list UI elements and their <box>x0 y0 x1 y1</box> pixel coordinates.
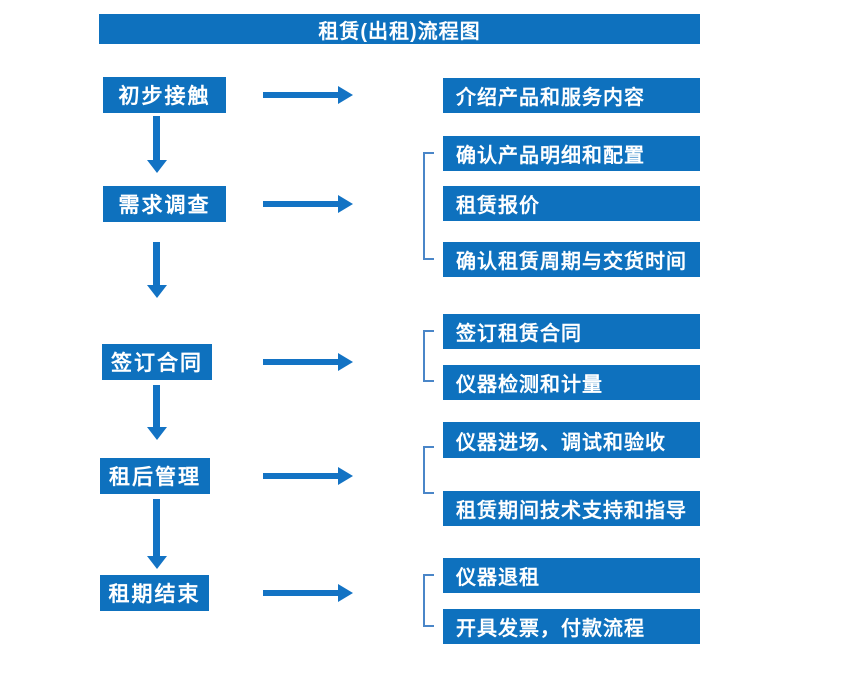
bracket-connector <box>423 330 434 382</box>
right-arrow-icon <box>263 195 353 213</box>
step-box-rental-end: 租期结束 <box>100 575 209 611</box>
arrow-shaft <box>263 359 339 365</box>
arrow-shaft <box>263 473 339 479</box>
right-arrow-icon <box>263 584 353 602</box>
detail-box-confirm-period-delivery: 确认租赁周期与交货时间 <box>443 242 700 277</box>
arrow-shaft <box>263 92 339 98</box>
detail-box-intro-products: 介绍产品和服务内容 <box>443 78 700 113</box>
detail-box-rental-quote: 租赁报价 <box>443 186 700 221</box>
arrow-shaft <box>263 201 339 207</box>
detail-box-instrument-testing: 仪器检测和计量 <box>443 365 700 400</box>
step-box-initial-contact: 初步接触 <box>103 77 226 113</box>
detail-box-instrument-return: 仪器退租 <box>443 558 700 593</box>
arrow-shaft <box>263 590 339 596</box>
bracket-connector <box>423 446 434 494</box>
arrow-head <box>147 556 167 569</box>
arrow-shaft <box>153 116 160 161</box>
flowchart-title: 租赁(出租)流程图 <box>99 14 700 44</box>
step-box-contract-signing: 签订合同 <box>102 344 212 380</box>
arrow-head <box>147 285 167 298</box>
down-arrow-icon <box>147 385 167 440</box>
down-arrow-icon <box>147 499 167 569</box>
arrow-head <box>338 353 353 371</box>
right-arrow-icon <box>263 86 353 104</box>
step-box-post-rental-management: 租后管理 <box>100 458 210 494</box>
bracket-connector <box>423 152 434 260</box>
right-arrow-icon <box>263 353 353 371</box>
step-box-demand-survey: 需求调查 <box>103 186 226 222</box>
arrow-head <box>147 160 167 173</box>
down-arrow-icon <box>147 242 167 298</box>
arrow-head <box>338 584 353 602</box>
detail-box-sign-rental-contract: 签订租赁合同 <box>443 314 700 349</box>
arrow-head <box>147 427 167 440</box>
arrow-head <box>338 195 353 213</box>
arrow-shaft <box>153 242 160 286</box>
arrow-shaft <box>153 499 160 557</box>
detail-box-confirm-product-config: 确认产品明细和配置 <box>443 136 700 171</box>
detail-box-instrument-setup-acceptance: 仪器进场、调试和验收 <box>443 422 700 458</box>
right-arrow-icon <box>263 467 353 485</box>
bracket-connector <box>423 574 434 627</box>
down-arrow-icon <box>147 116 167 173</box>
arrow-head <box>338 467 353 485</box>
detail-box-invoice-payment: 开具发票，付款流程 <box>443 609 700 644</box>
arrow-shaft <box>153 385 160 428</box>
detail-box-tech-support: 租赁期间技术支持和指导 <box>443 491 700 526</box>
arrow-head <box>338 86 353 104</box>
